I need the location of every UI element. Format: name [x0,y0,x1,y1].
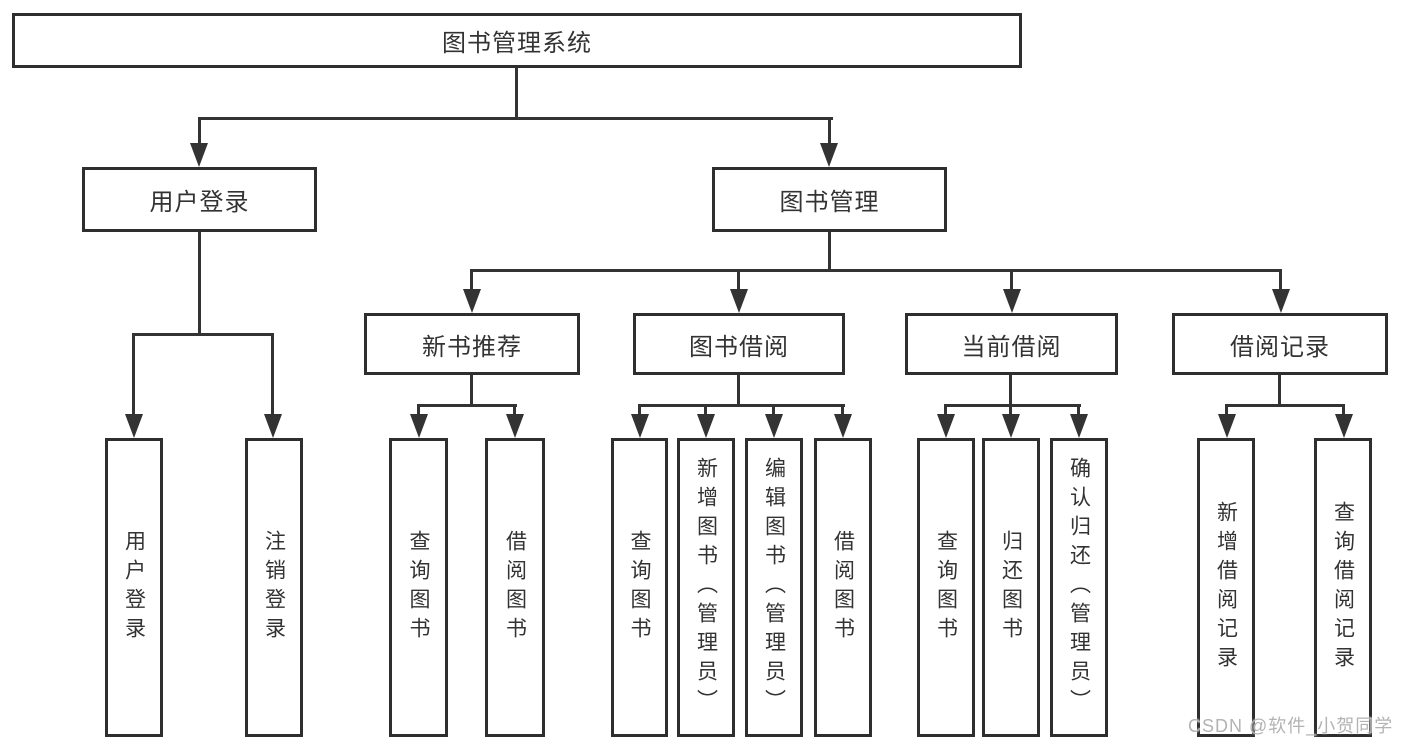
leaf-user-login: 用户登录 [105,438,163,737]
connector-line [417,404,517,407]
node-label: 图书借阅 [689,333,789,361]
connector-line [1225,404,1228,416]
node-label: 新增图书（管理员） [694,457,718,718]
leaf-current-query-books: 查询图书 [917,438,975,737]
node-label: 新增借阅记录 [1214,500,1238,675]
leaf-logout: 注销登录 [245,438,303,737]
node-label: 归还图书 [999,529,1023,646]
leaf-newbook-borrow-books: 借阅图书 [485,438,545,737]
connector-line [132,333,274,336]
connector-line [1279,269,1282,291]
connector-line [638,404,845,407]
arrow-down-icon [1003,289,1021,313]
connector-line [470,269,473,291]
arrow-down-icon [506,414,524,438]
node-label: 用户登录 [122,529,146,646]
arrow-down-icon [125,414,143,438]
arrow-down-icon [264,414,282,438]
connector-line [1342,404,1345,416]
connector-line [470,269,1282,272]
node-label: 图书管理 [779,189,880,216]
leaf-current-confirm-return-admin: 确认归还（管理员） [1050,438,1108,737]
node-book-borrowing: 图书借阅 [633,313,845,375]
arrow-down-icon [190,143,208,167]
leaf-borrowing-edit-books-admin: 编辑图书（管理员） [745,438,803,737]
node-label: 注销登录 [262,529,286,646]
node-book-management: 图书管理 [712,167,947,232]
leaf-borrowing-borrow-books: 借阅图书 [814,438,872,737]
connector-line [1278,375,1281,407]
leaf-borrowing-query-books: 查询图书 [611,438,668,737]
node-label: 借阅图书 [503,529,527,646]
leaf-borrowing-add-books-admin: 新增图书（管理员） [677,438,735,737]
leaf-record-add-borrow-record: 新增借阅记录 [1197,438,1255,737]
connector-line [1225,404,1345,407]
connector-line [841,404,844,416]
connector-line [417,404,420,416]
node-label: 用户登录 [149,189,250,216]
leaf-current-return-books: 归还图书 [982,438,1040,737]
arrow-down-icon [937,414,955,438]
arrow-down-icon [631,414,649,438]
node-label: 借阅图书 [831,529,855,646]
connector-line [515,68,518,118]
leaf-newbook-query-books: 查询图书 [389,438,448,737]
connector-line [737,375,740,407]
connector-line [198,117,201,144]
arrow-down-icon [730,289,748,313]
connector-line [1077,404,1080,416]
connector-line [198,117,833,120]
node-label: 图书管理系统 [442,30,592,57]
arrow-down-icon [410,414,428,438]
connector-line [704,404,707,416]
node-borrowing-records: 借阅记录 [1172,313,1388,375]
node-label: 编辑图书（管理员） [762,457,786,718]
node-user-login: 用户登录 [82,167,317,232]
connector-line [470,375,473,407]
node-new-book-recommendation: 新书推荐 [364,313,580,375]
node-label: 借阅记录 [1230,333,1330,361]
arrow-down-icon [697,414,715,438]
connector-line [638,404,641,416]
arrow-down-icon [463,289,481,313]
node-label: 查询图书 [407,529,430,646]
node-label: 查询图书 [628,529,651,646]
arrow-down-icon [834,414,852,438]
connector-line [198,232,201,336]
arrow-down-icon [1002,414,1020,438]
connector-line [737,269,740,291]
connector-line [828,117,831,144]
connector-line [513,404,516,416]
node-label: 当前借阅 [961,333,1062,361]
connector-line [132,333,135,415]
arrow-down-icon [1218,414,1236,438]
leaf-record-query-borrow-record: 查询借阅记录 [1314,438,1372,737]
node-library-management-system: 图书管理系统 [12,13,1022,68]
connector-line [271,333,274,415]
arrow-down-icon [1070,414,1088,438]
connector-line [828,232,831,272]
arrow-down-icon [765,414,783,438]
connector-line [772,404,775,416]
connector-line [944,404,1081,407]
connector-line [1009,404,1012,416]
node-label: 查询图书 [934,529,958,646]
arrow-down-icon [1335,414,1353,438]
connector-line [1010,269,1013,291]
node-label: 查询借阅记录 [1331,500,1355,675]
connector-line [944,404,947,416]
csdn-watermark: CSDN @软件_小贺同学 [1188,716,1394,736]
arrow-down-icon [820,143,838,167]
connector-line [1009,375,1012,407]
node-current-borrowing: 当前借阅 [905,313,1118,375]
node-label: 确认归还（管理员） [1067,457,1091,718]
node-label: 新书推荐 [422,333,522,361]
arrow-down-icon [1272,289,1290,313]
